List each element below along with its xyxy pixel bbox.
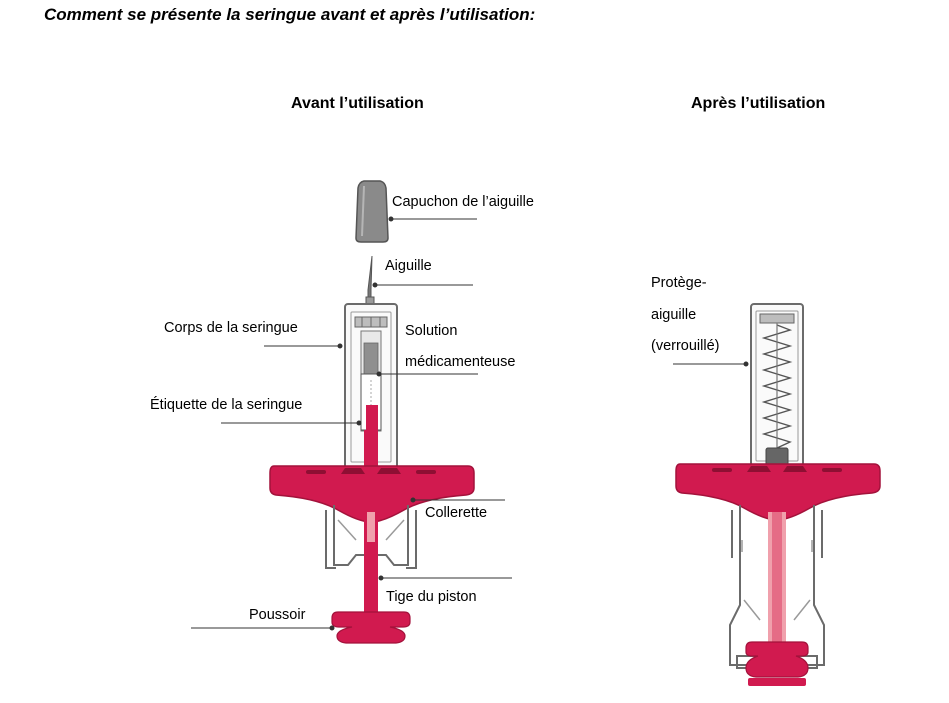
heading-after-use: Après l’utilisation xyxy=(691,95,826,112)
label-solution-line1: Solution xyxy=(405,323,458,339)
label-collerette: Collerette xyxy=(425,505,488,521)
label-plunger-rod: Tige du piston xyxy=(386,589,477,605)
label-plunger-head: Poussoir xyxy=(249,607,306,623)
plunger-head xyxy=(331,611,411,644)
label-needle-guard-line2: aiguille xyxy=(651,307,697,323)
spring xyxy=(761,324,793,449)
label-solution-line2: médicamenteuse xyxy=(405,354,516,370)
label-needle-guard-line1: Protège- xyxy=(651,275,707,291)
syringe-before-use xyxy=(269,180,475,644)
label-needle-cap: Capuchon de l’aiguille xyxy=(392,194,534,210)
page-title: Comment se présente la seringue avant et… xyxy=(44,5,536,24)
label-syringe-etiquette: Étiquette de la seringue xyxy=(150,397,303,413)
syringe-after-use xyxy=(675,303,881,686)
leader-lines xyxy=(191,216,749,631)
label-needle-guard-line3: (verrouillé) xyxy=(651,338,720,354)
needle-cap xyxy=(355,180,389,243)
label-syringe-body: Corps de la seringue xyxy=(164,320,298,336)
heading-before-use: Avant l’utilisation xyxy=(291,95,424,112)
label-needle: Aiguille xyxy=(385,258,432,274)
